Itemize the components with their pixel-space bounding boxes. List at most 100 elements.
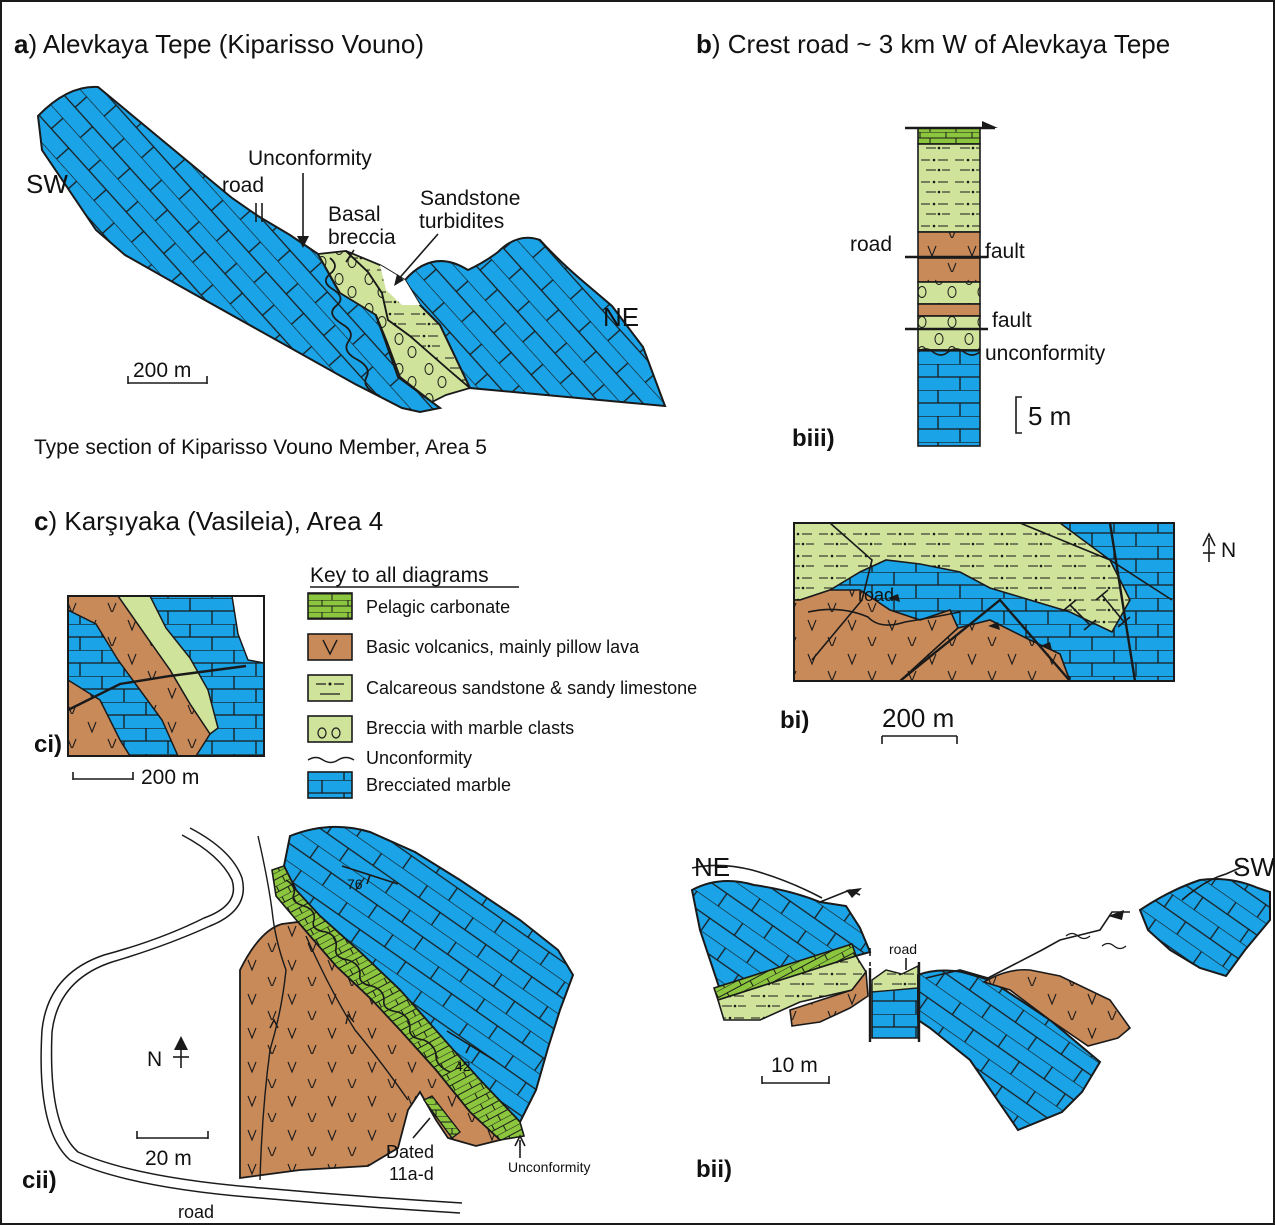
panel-a-sand-arrowhead [394,274,404,286]
bii-sw-surface-line [1181,865,1245,901]
ci-fault [67,664,247,712]
legend-sandstone-dot [328,682,332,686]
legend-swatch-pelagic [307,592,353,620]
bii-sandstone-ne [717,955,867,1021]
panel-a-basal-label-2: breccia [328,226,396,249]
legend-sandstone-marks [316,683,344,695]
bii-wavy-marks [1065,932,1127,950]
panel-a-road-label: road [222,174,264,197]
legend-volcanic-v [322,639,338,656]
biii-volcanic-thin [917,303,981,317]
bi-road [807,608,961,626]
legend-label-pelagic: Pelagic carbonate [366,597,510,617]
cii-unconformity-label: Unconformity [508,1159,590,1175]
panel-a-unconformity-arrowhead [297,236,309,248]
biii-road-label: road [850,233,892,256]
bii-scale-label: 10 m [771,1054,818,1077]
legend-unconformity-line [307,756,355,764]
cii-dip-label-76: 76 [347,876,363,892]
bi-fault-2 [1019,522,1173,601]
panel-a-sand-label-1: Sandstone [420,187,520,210]
biii-scale-bar [1015,396,1022,434]
legend-label-breccia: Breccia with marble clasts [366,718,574,738]
ci-label: ci) [34,731,62,758]
bi-fault-1 [811,522,873,661]
cii-dip-label-42: 42 [455,1058,471,1074]
bi-north-label: N [1221,539,1236,562]
legend-label-unconformity: Unconformity [366,748,472,768]
biii-top-arrowhead [982,121,998,128]
cii-unconformity-arrowhead [514,1134,526,1147]
panel-b-title: b) Crest road ~ 3 km W of Alevkaya Tepe [696,29,1170,59]
ci-scale-label: 200 m [141,766,199,789]
bii-marble-sw [1138,878,1271,978]
cii-road-inner [50,827,463,1204]
panel-a-ne-label: NE [603,302,639,332]
panel-a-scale-label: 200 m [133,359,191,382]
biii-label: biii) [792,425,835,452]
biii-fault2-label: fault [992,309,1032,332]
panel-a-unconformity-label: Unconformity [248,147,372,170]
biii-volcanic-mid [917,257,981,283]
biii-pelagic [917,127,981,145]
biii-unconformity-label: unconformity [985,342,1106,365]
panel-a-basal-label-1: Basal [328,203,381,226]
cii-road-outer [40,834,461,1214]
panel-bii: NE SW road 10 m bii) [690,852,1275,1183]
panel-a-sandstone-gap [380,265,420,305]
biii-volcanic-upper [917,231,981,259]
cii-label: cii) [22,1167,57,1194]
cii-dated-lens [422,1095,461,1139]
biii-breccia-1 [917,281,981,305]
panel-a-basal-arrow [345,249,355,263]
panel-a-unconformity-line [324,257,381,397]
ci-frame [67,595,265,757]
biii-fault1-label: fault [985,240,1025,263]
bii-road-label: road [889,941,917,957]
biii-marble [917,349,981,447]
bii-thrust-ne-arrow [846,888,862,898]
legend-swatch-breccia [307,715,353,743]
panel-a-sw-label: SW [26,169,68,199]
cii-dated-pointer [412,1117,431,1139]
legend-title: Key to all diagrams [310,564,489,587]
panel-a-sand-arrow [395,233,439,283]
cii-dated-label-2: 11a-d [389,1164,434,1184]
biii-unconformity-line [917,348,981,356]
bii-ne-label: NE [694,852,730,882]
bii-volcanics-central [982,968,1132,1047]
legend-swatch-marble [307,771,353,799]
bi-road-label: road [858,585,894,605]
cii-dip-symbol-42 [446,1030,495,1061]
bii-surface-line [925,911,1130,979]
legend-label-sandstone: Calcareous sandstone & sandy limestone [366,678,697,698]
legend-breccia-clast2 [331,727,341,739]
bii-central-sand [871,964,919,993]
panel-ci: ci) 200 m [34,595,265,789]
cii-road-label: road [178,1202,214,1222]
panel-a-title: a) Alevkaya Tepe (Kiparisso Vouno) [14,29,424,59]
cii-north-label: N [147,1048,162,1071]
legend-label-marble: Brecciated marble [366,775,511,795]
legend-swatch-volcanics [307,633,353,661]
panel-a-marble-ne [403,236,667,408]
biii-scale-label: 5 m [1028,401,1071,431]
cii-scale-label: 20 m [145,1147,192,1170]
legend-swatch-sandstone [307,674,353,702]
legend-label-volcanics: Basic volcanics, mainly pillow lava [366,637,640,657]
bi-thrust-1 [899,598,1071,682]
cii-stream-2 [305,935,409,1101]
bii-ne-surface-line [691,864,823,899]
panel-cii: 76 42 N 20 m Dated 11a-d Unconformity ci… [22,825,590,1222]
cii-stream-1 [257,835,287,1181]
bi-scale-label: 200 m [882,703,954,733]
biii-breccia-2 [917,315,981,351]
legend-breccia-clast1 [317,727,327,739]
cii-north-arrow-icon [174,1036,188,1050]
panel-a: a) Alevkaya Tepe (Kiparisso Vouno) SW NE… [14,29,667,459]
bii-label: bii) [696,1156,732,1183]
bii-volcanics-ne [789,969,869,1027]
bi-north-arrow-icon [1202,532,1216,547]
